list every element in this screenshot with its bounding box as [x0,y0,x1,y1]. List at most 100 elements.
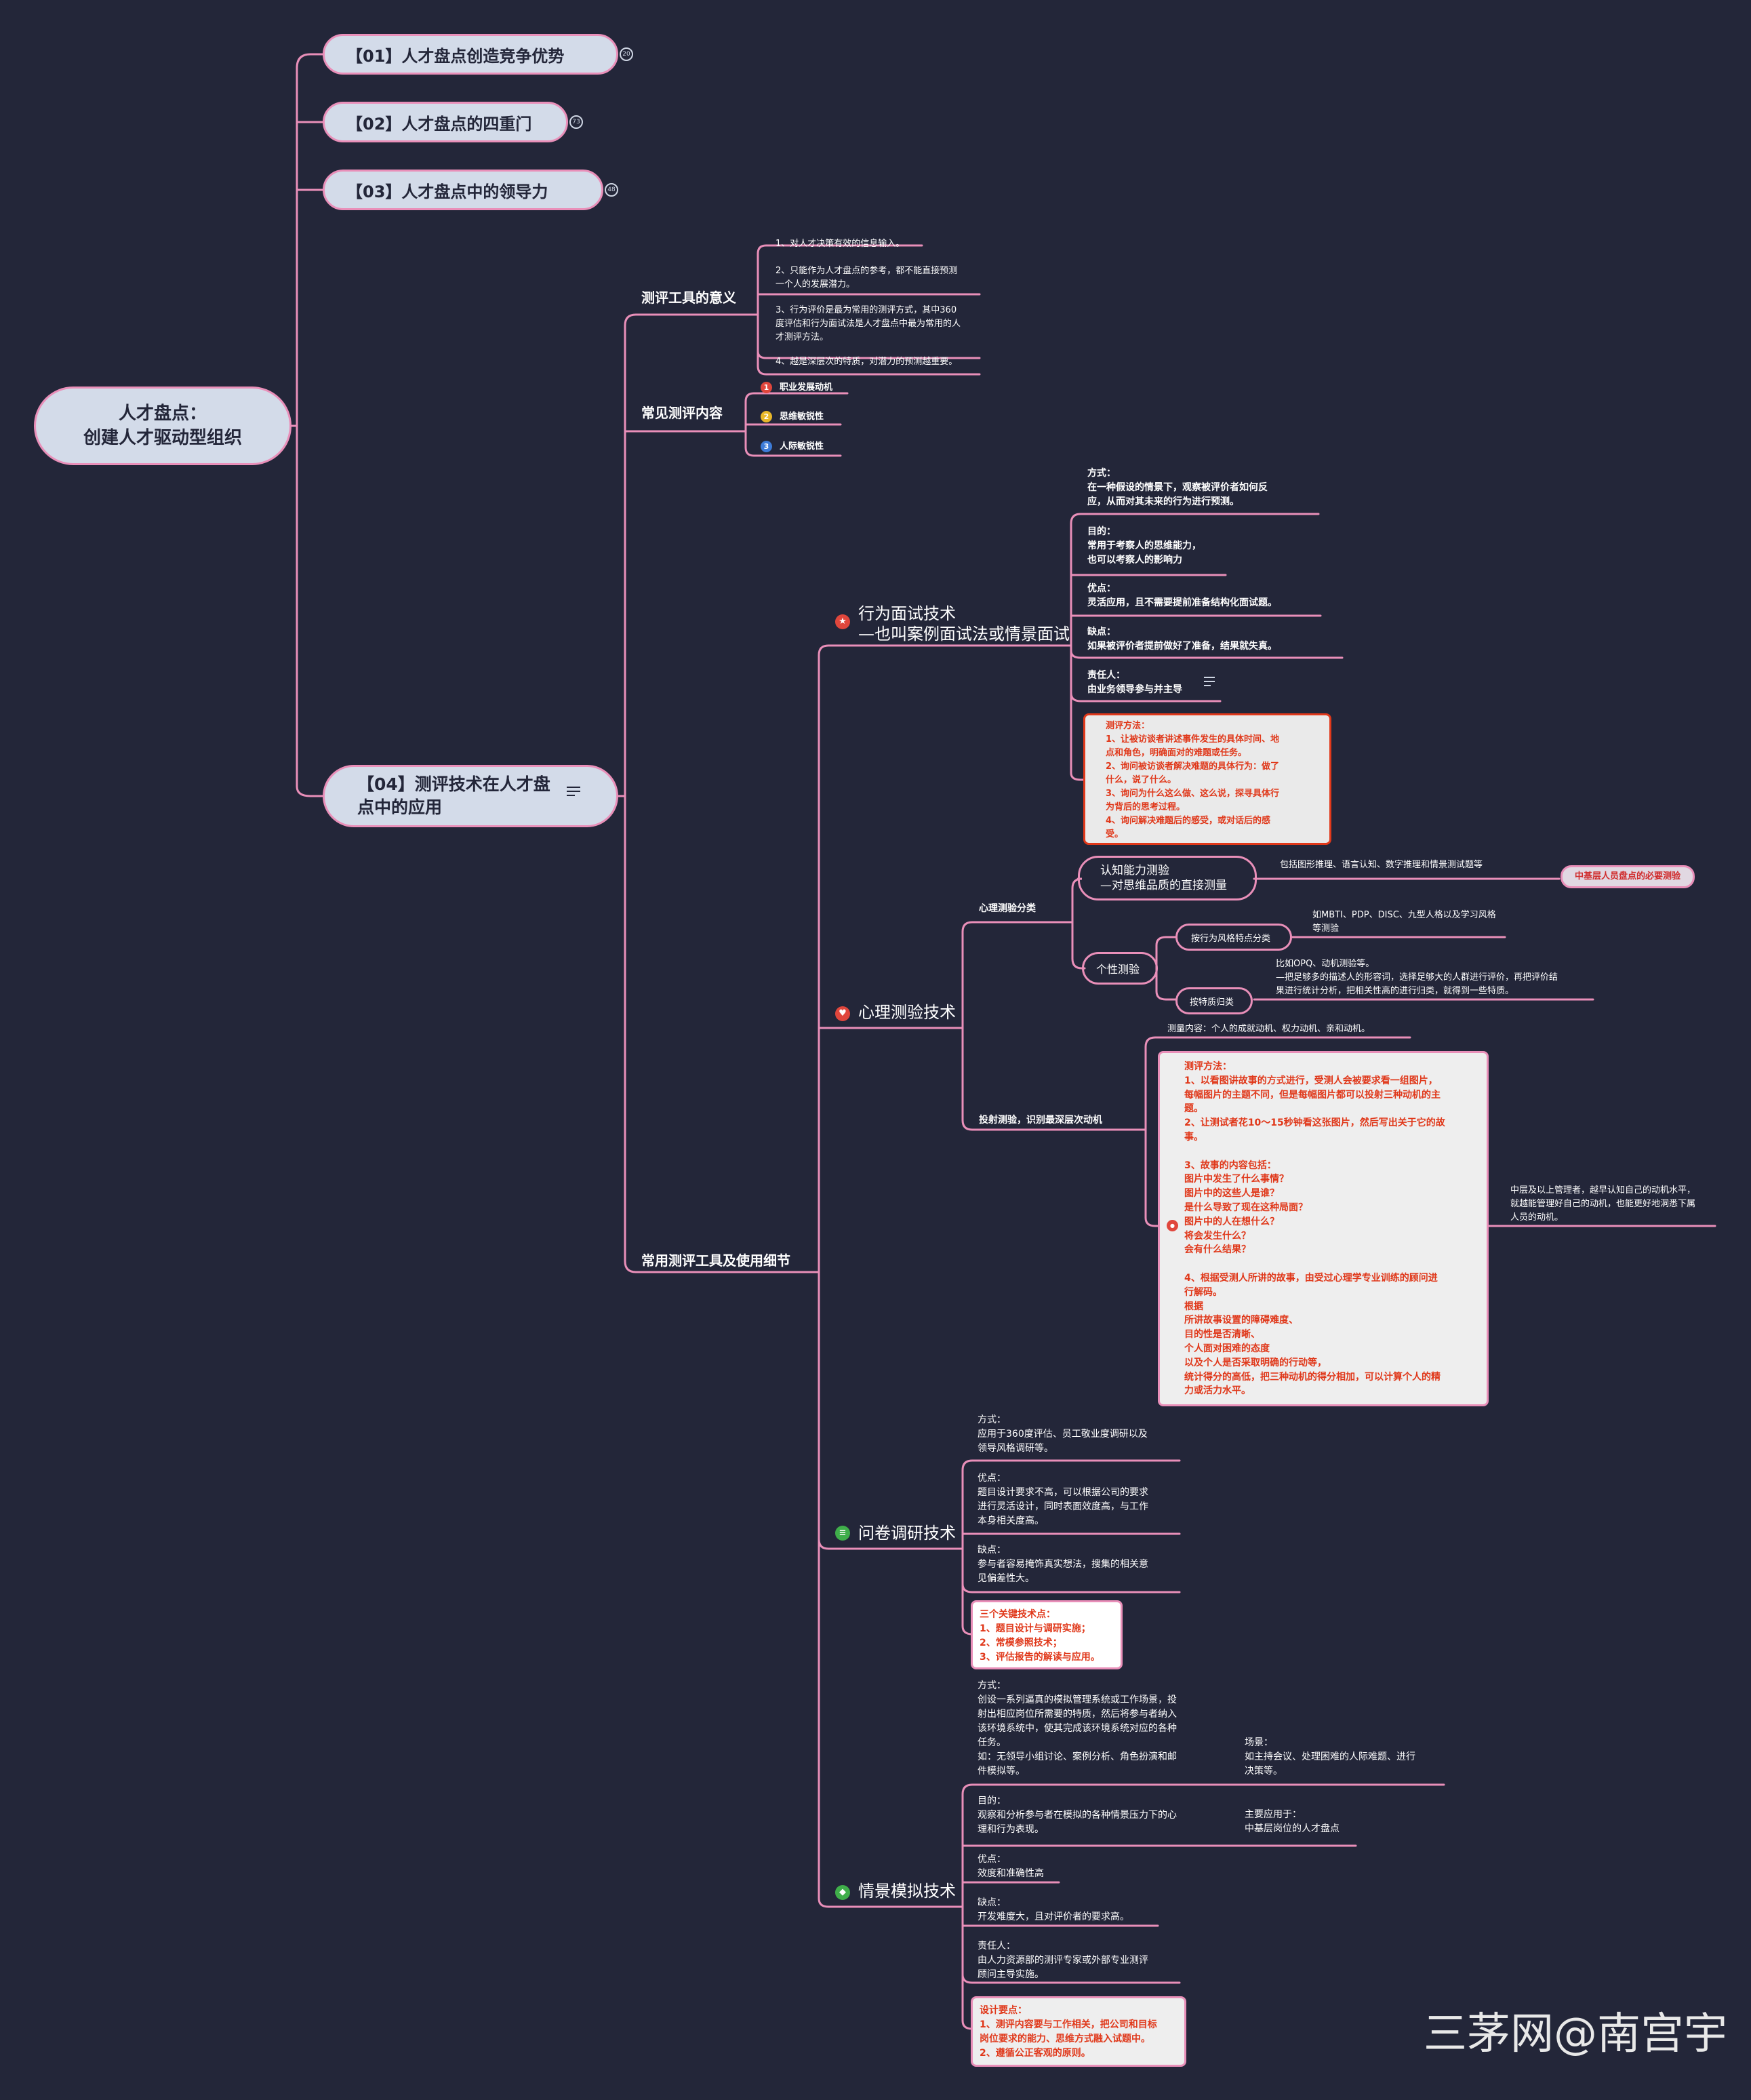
link-common-trunk [738,392,849,433]
behavior-note-pro: 优点： 灵活应用，且不需要提前准备结构化面试题。 [1087,583,1277,608]
cognitive-test-node[interactable]: 认知能力测验 —对思维品质的直接测量 [1078,856,1257,900]
common-content-heading[interactable]: 常见测评内容 [641,405,723,421]
link-sig-4 [757,313,981,376]
survey-note-method: 方式： 应用于360度评估、员工敬业度调研以及 领导风格调研等。 [978,1414,1148,1454]
by-trait-label: 按特质归类 [1190,997,1234,1008]
personality-test-node[interactable]: 个性测验 [1082,952,1158,985]
simulation-method: 方式： 创设一系列逼真的模拟管理系统或工作场景，投 射出相应岗位所需要的特质，然… [978,1680,1177,1777]
link-proj-method [1144,1128,1159,1227]
cognitive-line1: 认知能力测验 [1100,864,1169,877]
projective-test-label[interactable]: 投射测验，识别最深层次动机 [979,1115,1102,1126]
link-sim-trunk [961,1783,1445,1908]
link-tools-trunk [818,644,1072,1273]
behavior-note-owner: 责任人： 由业务领导参与并主导 [1087,670,1182,695]
survey-key-box[interactable]: 三个关键技术点： 1、题目设计与调研实施； 2、常模参照技术； 3、评估报告的解… [971,1600,1123,1669]
significance-item-1: 1、对人才决策有效的信息输入。 [776,239,905,249]
behavior-title-line1: 行为面试技术 [858,604,956,623]
link-beh-trunk [1070,513,1320,647]
link-common-3 [744,430,842,457]
topic-01[interactable]: 【01】人才盘点创造竞争优势 [323,34,618,75]
link-tools-survey [818,1271,964,1550]
root-node[interactable]: 人才盘点： 创建人才驱动型组织 [34,387,291,465]
topic-02-label: 【02】人才盘点的四重门 [346,114,532,134]
simulation-owner: 责任人： 由人力资源部的测评专家或外部专业测评 顾问主导实施。 [978,1941,1148,1980]
behavior-method-box[interactable]: 测评方法： 1、让被访谈者讲述事件发生的具体时间、地 点和角色，明确面对的难题或… [1083,713,1331,845]
link-psych-trunk [961,921,1074,1029]
simulation-icon: ◆ [835,1885,850,1900]
by-style-label: 按行为风格特点分类 [1191,933,1271,944]
link-per-trait [1155,967,1178,1001]
owner-note-icon[interactable] [1204,677,1215,686]
common-content-item-3[interactable]: 人际敏锐性 [780,441,824,452]
number-2-icon: 2 [761,411,772,422]
simulation-purpose: 目的： 观察和分析参与者在模拟的各种情景压力下的心 理和行为表现。 [978,1796,1177,1835]
common-content-item-2[interactable]: 思维敏锐性 [780,412,824,422]
topic-02-count-badge[interactable]: 73 [569,115,583,129]
behavior-title-line2: —也叫案例面试法或情景面试 [858,625,1070,643]
cognitive-tag[interactable]: 中基层人员盘点的必要测验 [1561,865,1695,888]
significance-item-2: 2、只能作为人才盘点的参考，都不能直接预测 一个人的发展潜力。 [776,266,958,290]
simulation-pro: 优点： 效度和准确性高 [978,1854,1044,1879]
watermark: 三茅网@南宫宇 [1424,2009,1727,2059]
topic-03-count-badge[interactable]: 48 [605,183,618,197]
link-class-per [1071,921,1086,970]
common-content-item-1[interactable]: 职业发展动机 [780,382,833,393]
personality-label: 个性测验 [1096,963,1140,976]
by-style-node[interactable]: 按行为风格特点分类 [1175,924,1292,951]
topic-01-label: 【01】人才盘点创造竞争优势 [346,46,565,66]
significance-item-4: 4、越是深层次的特质，对潜力的预测越重要。 [776,357,958,367]
topic-01-count-badge[interactable]: 20 [620,47,633,61]
survey-note-con: 缺点： 参与者容易掩饰真实想法，搜集的相关意 见偏差性大。 [978,1545,1148,1584]
link-proj-content [1144,1036,1411,1131]
topic-03-label: 【03】人才盘点中的领导力 [346,182,548,201]
simulation-design-box[interactable]: 设计要点： 1、测评内容要与工作相关，把公司和目标 岗位要求的能力、思维方式融入… [971,1996,1186,2067]
topic-04-line2: 点中的应用 [357,797,443,817]
link-beh-6 [1070,644,1086,781]
cognitive-line2: —对思维品质的直接测量 [1100,879,1227,892]
by-trait-node[interactable]: 按特质归类 [1175,987,1253,1014]
behavior-note-method: 方式： 在一种假设的情景下，观察被评价者如何反 应，从而对其未来的行为进行预测。 [1087,468,1268,507]
survey-title[interactable]: 问卷调研技术 [858,1524,956,1543]
significance-item-3: 3、行为评价是最为常用的测评方式，其中360 度评估和行为面试法是人才盘点中最为… [776,305,961,342]
note-icon[interactable] [567,787,580,796]
link-root-trunk [290,53,327,427]
simulation-title[interactable]: 情景模拟技术 [858,1882,956,1901]
survey-note-pro: 优点： 题目设计要求不高，可以根据公司的要求 进行灵活设计，同时表面效度高，与工… [978,1473,1148,1526]
projective-method-box[interactable]: 测评方法： 1、以看图讲故事的方式进行，受测人会被要求看一组图片， 每幅图片的主… [1158,1051,1489,1406]
link-root-04 [296,424,327,797]
topic-04[interactable]: 【04】测评技术在人才盘 点中的应用 [323,765,618,827]
link-per-trunk [1155,936,1178,970]
topic-04-line1: 【04】测评技术在人才盘 [357,774,550,794]
root-title-line2: 创建人才驱动型组织 [83,428,242,448]
link-psych-proj [961,1027,1147,1131]
by-style-desc: 如MBTI、PDP、DISC、九型人格以及学习风格 等测验 [1312,910,1496,934]
simulation-main-use: 主要应用于： 中基层岗位的人才盘点 [1245,1809,1340,1834]
behavior-note-purpose: 目的： 常用于考察人的思维能力， 也可以考察人的影响力 [1087,526,1201,566]
projective-content: 测量内容：个人的成就动机、权力动机、亲和动机。 [1167,1024,1371,1034]
psych-title[interactable]: 心理测验技术 [858,1003,956,1022]
link-04-trunk [617,313,751,797]
projective-marker-icon: ● [1167,1220,1178,1231]
tools-heading[interactable]: 常用测评工具及使用细节 [641,1252,790,1269]
psych-classification[interactable]: 心理测验分类 [979,903,1036,914]
link-survey-trunk [961,1459,1181,1550]
link-tools-sim [818,1538,964,1908]
behavior-note-con: 缺点： 如果被评价者提前做好了准备，结果就失真。 [1087,627,1277,652]
heart-icon: ♥ [835,1006,850,1021]
behavior-title[interactable]: 行为面试技术 —也叫案例面试法或情景面试 [858,603,1070,644]
star-icon: ★ [835,614,850,629]
topic-02[interactable]: 【02】人才盘点的四重门 [323,102,568,142]
simulation-con: 缺点： 开发难度大，且对评价者的要求高。 [978,1897,1129,1922]
topic-03[interactable]: 【03】人才盘点中的领导力 [323,170,603,210]
root-title-line1: 人才盘点： [118,403,207,424]
link-04-tools [624,795,820,1273]
number-1-icon: 1 [761,382,772,393]
link-class-cog [1071,877,1083,924]
simulation-scene: 场景： 如主持会议、处理困难的人际难题、进行 决策等。 [1245,1737,1415,1777]
link-sig-trunk [748,244,923,316]
significance-heading[interactable]: 测评工具的意义 [641,290,736,306]
number-3-icon: 3 [761,441,772,452]
by-trait-desc: 比如OPQ、动机测验等。 —把足够多的描述人的形容词，选择足够大的人群进行评价，… [1276,959,1558,996]
projective-side-note: 中层及以上管理者，越早认知自己的动机水平， 就越能管理好自己的动机，也能更好地洞… [1510,1185,1696,1223]
